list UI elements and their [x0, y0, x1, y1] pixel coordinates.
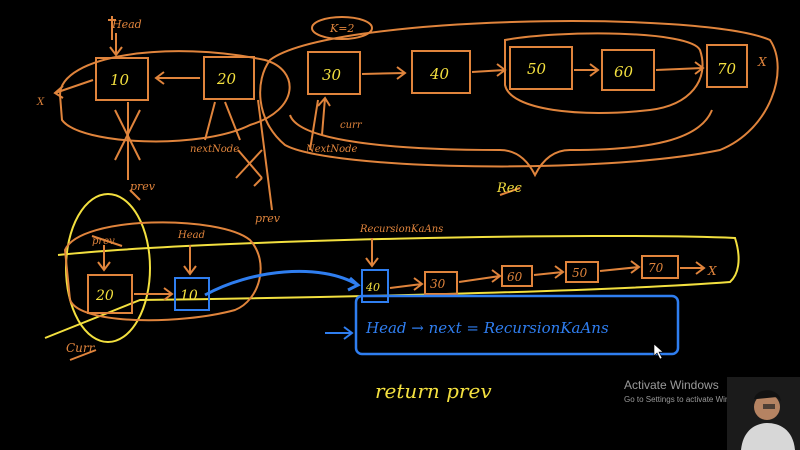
bottom-curr-label: Curr: [66, 341, 96, 355]
node-value-30: 30: [322, 66, 342, 84]
node-box-50: [509, 46, 573, 90]
bottom-value-70: 70: [648, 261, 664, 275]
bottom-head-label: Head: [177, 230, 205, 241]
bottom-linked-list: [44, 193, 740, 361]
bottom-prev-label: prev: [92, 236, 115, 247]
next-node-label-right: NextNode: [305, 144, 357, 155]
bottom-box-20: [87, 274, 133, 314]
formula-box: [354, 294, 680, 356]
node-box-20: [203, 56, 255, 100]
node-box-70: [706, 44, 748, 88]
group-loop-inner: [504, 32, 704, 114]
presenter-shoulders: [741, 423, 795, 450]
bottom-box-40: [361, 269, 389, 303]
recursion-ans-label: RecursionKaAns: [359, 224, 443, 235]
formula-text: Head → next = RecursionKaAns: [365, 319, 609, 337]
node-box-30: [307, 51, 361, 95]
next-node-label: nextNode: [190, 144, 239, 155]
top-linked-list: [53, 16, 779, 211]
bottom-value-40: 40: [365, 281, 380, 294]
bottom-value-50: 50: [572, 266, 588, 280]
node-box-60: [601, 49, 655, 91]
k-label: K=2: [329, 22, 354, 35]
activate-windows-title: Activate Windows: [624, 378, 719, 392]
next-pointer-arrow: [204, 269, 361, 297]
bottom-end-x: X: [707, 264, 717, 278]
node-value-50: 50: [527, 60, 547, 78]
node-value-60: 60: [614, 63, 634, 81]
bottom-value-30: 30: [430, 277, 446, 291]
activate-windows-watermark: Activate Windows Go to Settings to activ…: [624, 378, 750, 404]
node-value-70: 70: [717, 60, 737, 78]
node-value-40: 40: [429, 65, 450, 83]
rec-bracket: [289, 109, 713, 178]
prev-label-top: prev: [130, 180, 156, 193]
group-loop-first-two: [58, 50, 291, 143]
presenter-webcam: [727, 377, 800, 450]
curr-label: curr: [340, 120, 363, 131]
activate-windows-subtitle: Go to Settings to activate Windows.: [624, 395, 751, 404]
node-box-10: [95, 57, 149, 101]
bottom-box-60: [501, 265, 533, 287]
k-label-bubble: [311, 16, 373, 40]
recursion-band: [44, 234, 740, 339]
group-loop-rest: [259, 20, 779, 168]
bottom-value-10: 10: [180, 288, 198, 304]
bottom-box-30: [424, 271, 458, 295]
node-value-10: 10: [110, 71, 130, 89]
return-text: return prev: [375, 379, 492, 403]
bottom-box-70: [641, 255, 679, 279]
node-value-20: 20: [216, 70, 237, 88]
start-x-mark: X: [36, 97, 45, 108]
mouse-pointer-icon: [653, 343, 664, 360]
top-head-label: Head: [111, 18, 142, 31]
node-box-40: [411, 50, 471, 94]
prev-label-top-2: prev: [255, 212, 281, 225]
rec-label: Rec: [496, 181, 522, 196]
bottom-loop: [63, 221, 262, 322]
bottom-value-20: 20: [95, 288, 114, 304]
bottom-value-60: 60: [507, 270, 523, 284]
bottom-box-50: [565, 261, 599, 283]
end-x-mark: X: [757, 55, 767, 69]
